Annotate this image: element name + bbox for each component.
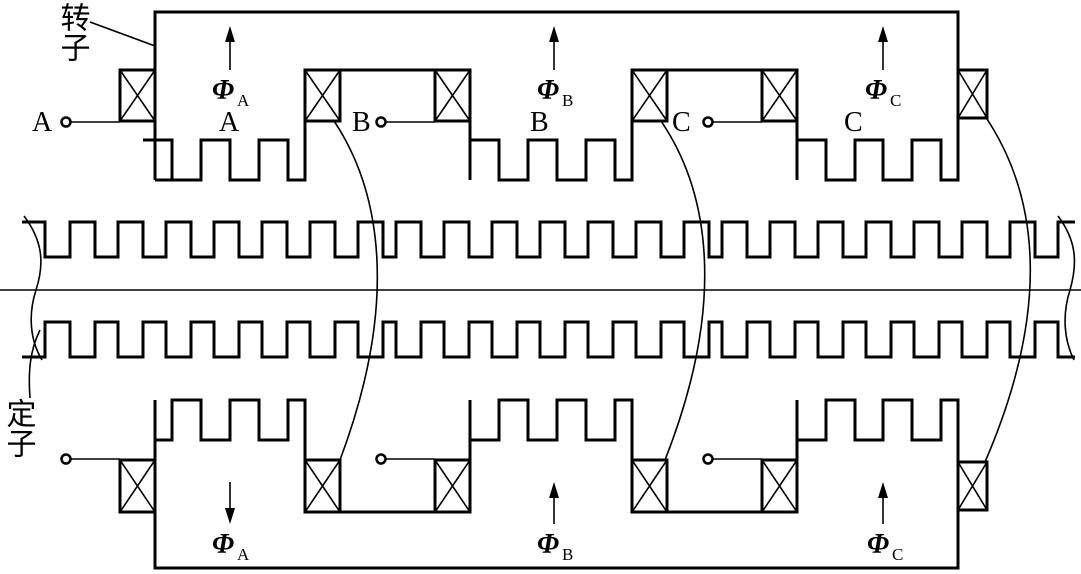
wire-b-to-c [660, 120, 706, 461]
svg-text:C: C [892, 545, 903, 564]
coil-bottom-end [956, 460, 989, 512]
stator-label: 定子 [1, 398, 36, 458]
svg-text:Φ: Φ [865, 75, 887, 106]
top-rotor-left-edge [155, 140, 174, 182]
stator-top-teeth [22, 220, 1075, 259]
svg-text:B: B [562, 545, 573, 564]
terminal-top-c [702, 116, 762, 128]
flux-label-top-a: Φ A [212, 75, 250, 110]
terminal-bottom-b [375, 453, 435, 465]
flux-arrow-bottom-c [878, 482, 888, 524]
flux-arrow-top-b [549, 26, 559, 70]
svg-text:B: B [562, 91, 573, 110]
flux-arrow-bottom-a [225, 482, 235, 524]
flux-label-top-b: Φ B [537, 75, 573, 110]
coil-top-b-right [433, 68, 472, 123]
coil-bottom-c-left [630, 458, 669, 514]
terminal-label-b: B [352, 107, 371, 138]
terminal-top-b [375, 116, 435, 128]
flux-arrow-top-a [225, 26, 235, 70]
coil-bottom-b-right [433, 458, 472, 514]
pole-label-c: C [844, 107, 863, 138]
top-rotor-body [143, 10, 960, 182]
terminal-label-c: C [672, 107, 691, 138]
bottom-rotor-body [153, 398, 960, 570]
svg-text:A: A [237, 91, 250, 110]
flux-label-bottom-b: Φ B [537, 529, 573, 564]
svg-text:Φ: Φ [537, 529, 559, 560]
coil-bottom-c-right [760, 458, 799, 514]
pole-label-b: B [530, 107, 549, 138]
svg-text:Φ: Φ [212, 75, 234, 106]
stator-leader-line [28, 329, 41, 399]
flux-arrow-bottom-b [549, 482, 559, 524]
flux-label-bottom-a: Φ A [212, 529, 250, 564]
pole-label-a: A [219, 107, 240, 138]
stator-bottom-teeth [22, 320, 1075, 359]
rotor-leader-line [89, 21, 156, 47]
svg-text:C: C [890, 91, 901, 110]
coil-top-end [956, 68, 989, 120]
coil-bottom-b-left [303, 458, 342, 514]
svg-text:Φ: Φ [867, 529, 889, 560]
svg-text:Φ: Φ [212, 529, 234, 560]
coil-top-b-left [303, 68, 342, 123]
svg-text:A: A [237, 545, 250, 564]
svg-text:Φ: Φ [537, 75, 559, 106]
rotor-label: 转子 [55, 2, 90, 62]
coil-top-a [118, 68, 157, 123]
flux-label-top-c: Φ C [865, 75, 901, 110]
terminal-top-a [60, 116, 120, 128]
stator-right-break [1057, 215, 1076, 361]
wire-a-to-b [333, 120, 379, 461]
flux-arrow-top-c [878, 26, 888, 70]
terminal-bottom-a [60, 453, 120, 465]
stator-left-break [23, 215, 43, 361]
flux-label-bottom-c: Φ C [867, 529, 903, 564]
coil-top-c-right [760, 68, 799, 123]
coil-bottom-a [118, 458, 157, 514]
coil-top-c-left [630, 68, 669, 123]
wire-c-to-end [984, 115, 1032, 463]
terminal-label-a: A [32, 107, 53, 138]
terminal-bottom-c [702, 453, 762, 465]
